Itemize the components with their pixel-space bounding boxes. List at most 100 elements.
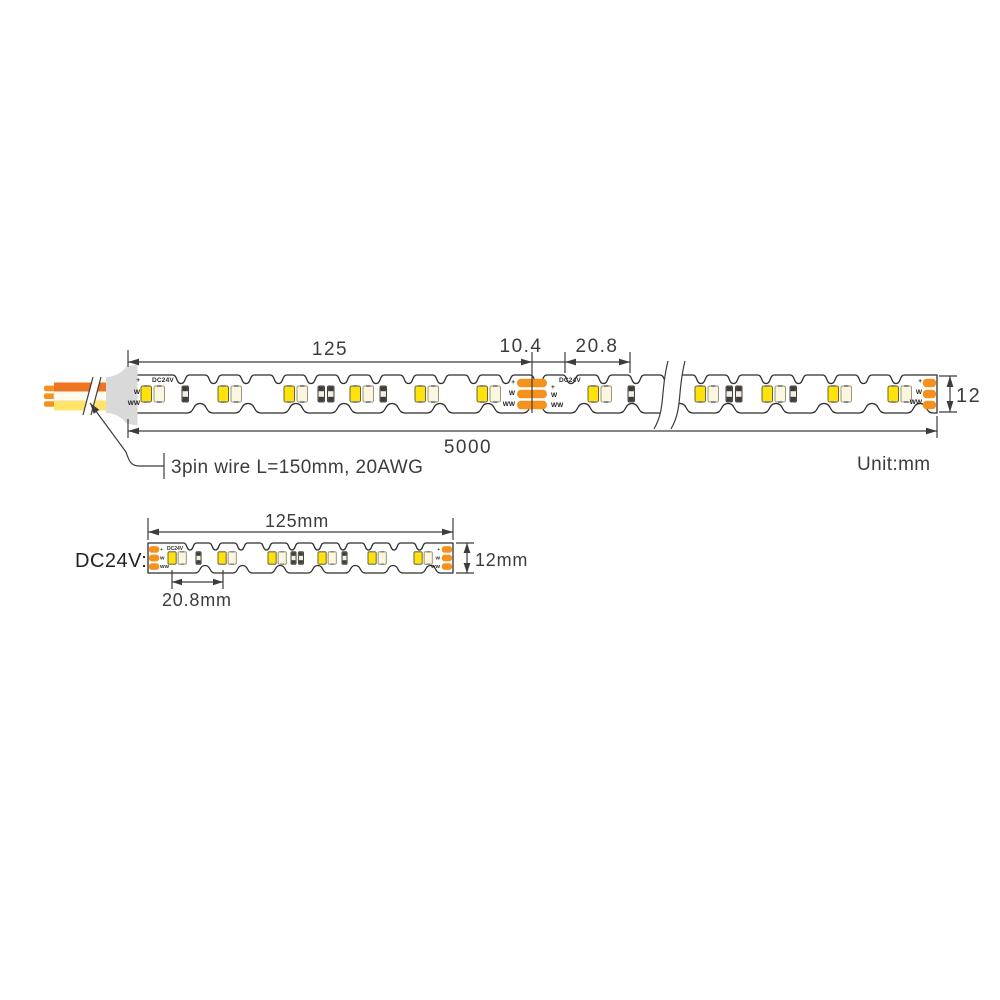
- resistor-band: [196, 552, 201, 556]
- led-pin: [891, 401, 896, 403]
- pad-label-plus: +: [136, 377, 140, 384]
- led-pin: [604, 385, 609, 387]
- solder-pad: [441, 546, 453, 553]
- pad-label-w: W: [551, 392, 558, 399]
- led-pin: [380, 563, 384, 566]
- led-pin: [270, 563, 274, 566]
- silkscreen-dc24v: DC24V: [152, 377, 174, 384]
- pad-label-w: W: [509, 390, 516, 397]
- bottom-dimensions: 125mm 12mm 20.8mm: [147, 511, 528, 610]
- resistor-band: [790, 396, 796, 402]
- led-pin: [891, 385, 896, 387]
- led-strip-detail: [147, 542, 454, 574]
- pad-label-plus: +: [511, 379, 515, 386]
- led-pin: [320, 563, 324, 566]
- resistor-band: [628, 386, 634, 392]
- resistor-band: [318, 396, 324, 402]
- resistor-band: [328, 386, 334, 392]
- dim-strip-width: 12: [956, 385, 981, 407]
- led-chip: [587, 385, 612, 403]
- dim-led-pitch: 20.8: [576, 336, 619, 357]
- arrowhead: [926, 427, 937, 435]
- led-pin: [711, 401, 716, 403]
- top-strip-labels: DC24V DC24V + W WW + W WW + W WW + W WW: [128, 377, 923, 409]
- led-die-white: [177, 551, 187, 565]
- arrowhead: [946, 401, 954, 412]
- dim-detail-width: 12mm: [475, 550, 528, 570]
- led-die-warm: [761, 385, 773, 403]
- led-die-white: [600, 385, 612, 403]
- pad-label-ww: WW: [128, 400, 141, 407]
- led-pin: [144, 401, 149, 403]
- led-chip: [761, 385, 786, 403]
- led-die-warm: [267, 551, 277, 565]
- led-pin: [591, 385, 596, 387]
- led-die-warm: [587, 385, 599, 403]
- led-die-white: [377, 551, 387, 565]
- resistor: [725, 385, 733, 403]
- resistor: [181, 385, 189, 403]
- led-die-warm: [167, 551, 177, 565]
- led-pin: [698, 401, 703, 403]
- pad-label-ww: WW: [503, 401, 516, 408]
- pad-label-plus: +: [918, 378, 922, 385]
- bottom-strip-labels: DC24V + W WW + W WW: [160, 546, 440, 570]
- led-pin: [480, 401, 485, 403]
- detail-voltage-label: DC24V:: [75, 550, 147, 572]
- wire-yellow: [54, 400, 108, 411]
- led-chip: [349, 385, 374, 403]
- wire-assembly: [44, 376, 109, 416]
- arrowhead: [463, 563, 471, 573]
- resistor-band: [182, 396, 188, 402]
- resistor: [735, 385, 743, 403]
- arrowhead: [946, 376, 954, 387]
- led-die-white: [153, 385, 165, 403]
- led-chip: [367, 550, 387, 566]
- led-die-warm: [367, 551, 377, 565]
- led-chip: [217, 385, 242, 403]
- resistor-band: [342, 560, 347, 564]
- strip-break-mark: [653, 360, 686, 430]
- led-pin: [320, 550, 324, 553]
- led-pin: [844, 401, 849, 403]
- pad-label-w: W: [160, 556, 165, 562]
- led-pin: [765, 385, 770, 387]
- led-pin: [353, 401, 358, 403]
- silkscreen-dc24v: DC24V: [167, 546, 184, 552]
- arrowhead: [619, 358, 630, 366]
- led-pin: [366, 385, 371, 387]
- top-dimensions: 125 10.4 20.8 5000 12 Unit:mm: [127, 336, 981, 475]
- pad-label-plus: +: [160, 548, 163, 553]
- led-pin: [426, 550, 430, 553]
- led-chip: [694, 385, 719, 403]
- pad-label-w: W: [134, 389, 141, 396]
- led-die-white: [840, 385, 852, 403]
- led-pin: [144, 385, 149, 387]
- led-pin: [221, 401, 226, 403]
- arrowhead: [128, 427, 139, 435]
- wire-break-mask: [83, 377, 101, 415]
- led-pin: [698, 385, 703, 387]
- unit-label: Unit:mm: [857, 454, 931, 475]
- led-pin: [604, 401, 609, 403]
- led-pin: [300, 385, 305, 387]
- silkscreen-dc24v: DC24V: [559, 377, 581, 384]
- resistor: [297, 551, 304, 565]
- resistor-band: [196, 560, 201, 564]
- led-chip: [887, 385, 912, 403]
- led-pin: [234, 385, 239, 387]
- led-chip: [140, 385, 165, 403]
- led-pin: [431, 385, 436, 387]
- resistor-band: [342, 552, 347, 556]
- led-pin: [904, 385, 909, 387]
- resistor: [627, 385, 635, 403]
- resistor: [341, 551, 348, 565]
- led-pin: [844, 385, 849, 387]
- resistor-band: [299, 560, 303, 564]
- led-die-warm: [317, 551, 327, 565]
- led-pin: [493, 401, 498, 403]
- led-die-white: [707, 385, 719, 403]
- led-pin: [330, 550, 334, 553]
- dim-detail-pitch: 20.8mm: [162, 590, 232, 610]
